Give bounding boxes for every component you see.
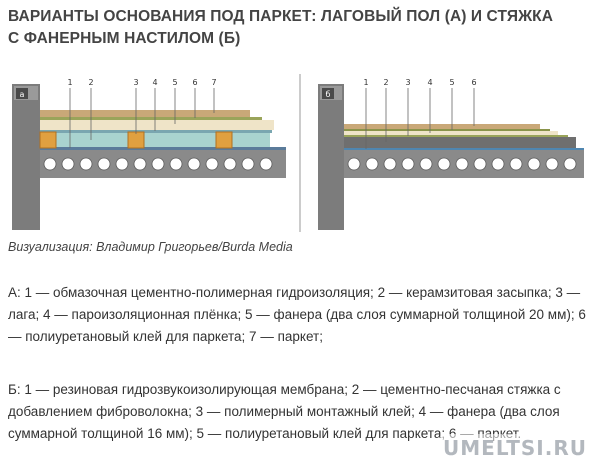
vapor-film-a (40, 130, 272, 133)
joist-a1 (39, 131, 57, 149)
parquet-a (40, 110, 250, 117)
parquet-b (344, 124, 540, 129)
label-a-2: 2 (88, 78, 93, 87)
label-b-3: 3 (405, 78, 410, 87)
label-b-5: 5 (449, 78, 454, 87)
badge-a (16, 88, 28, 99)
label-b-2: 2 (383, 78, 388, 87)
clay-fill-a (40, 133, 270, 147)
membrane-b (344, 148, 584, 150)
badge-b-label: б (326, 90, 331, 99)
plywood-b (344, 131, 558, 135)
joist-a3 (215, 131, 233, 149)
label-a-5: 5 (172, 78, 177, 87)
glue-a (40, 117, 262, 120)
glue-b (344, 129, 550, 131)
site-watermark: UMELTSI.RU (440, 434, 590, 462)
label-a-6: 6 (192, 78, 197, 87)
waterproofing-a (40, 147, 286, 150)
screed-b (344, 137, 576, 148)
panel-a: а 1 2 3 4 5 6 7 (12, 78, 286, 230)
label-a-4: 4 (152, 78, 157, 87)
wall-b (318, 84, 344, 230)
badge-a-label: а (20, 90, 25, 99)
floor-diagram: а 1 2 3 4 5 6 7 (12, 74, 584, 232)
page-title: ВАРИАНТЫ ОСНОВАНИЯ ПОД ПАРКЕТ: ЛАГОВЫЙ П… (8, 8, 554, 47)
plywood-a (40, 120, 274, 130)
label-a-7: 7 (211, 78, 216, 87)
badge-b (322, 88, 334, 99)
mount-glue-b (344, 135, 568, 137)
panel-b: б 1 2 3 4 5 6 (318, 78, 584, 230)
description-a: А: 1 — обмазочная цементно-полимерная ги… (8, 285, 586, 344)
label-b-4: 4 (427, 78, 432, 87)
label-b-6: 6 (471, 78, 476, 87)
joist-a2 (127, 131, 145, 149)
image-caption: Визуализация: Владимир Григорьев/Burda M… (8, 240, 293, 254)
label-b-1: 1 (363, 78, 368, 87)
description-b: Б: 1 — резиновая гидрозвукоизолирующая м… (8, 382, 561, 441)
label-a-3: 3 (133, 78, 138, 87)
watermark-text: UMELTSI.RU (443, 436, 587, 460)
label-a-1: 1 (67, 78, 72, 87)
wall-a (12, 84, 40, 230)
